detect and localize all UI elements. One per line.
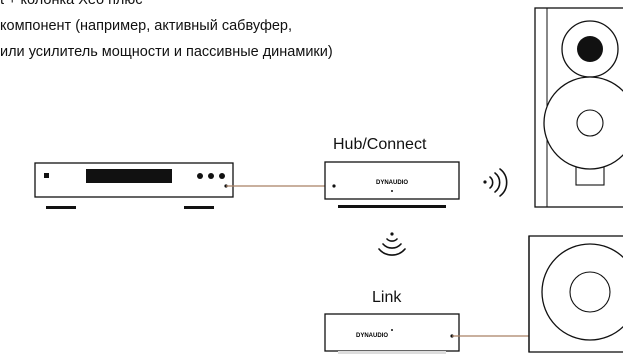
player-foot-left xyxy=(46,206,76,209)
hub-connect-label: Hub/Connect xyxy=(333,136,427,153)
hub-brand-text: DYNAUDIO xyxy=(376,180,408,186)
power-led xyxy=(44,173,49,178)
wireless-down-icon xyxy=(378,232,406,256)
bookshelf-speaker xyxy=(534,7,623,208)
hub-base xyxy=(338,205,446,208)
knob-2 xyxy=(208,173,214,179)
link-label: Link xyxy=(372,289,402,306)
subwoofer xyxy=(528,235,623,353)
woofer-dustcap xyxy=(576,109,604,137)
tweeter xyxy=(577,36,603,62)
caption-line-2: компонент (например, активный сабвуфер, xyxy=(0,18,293,34)
link-device: DYNAUDIO xyxy=(324,313,460,354)
hub-input-jack xyxy=(332,184,336,188)
link-base xyxy=(338,351,446,354)
caption-line-3: или усилитель мощности и пассивные динам… xyxy=(0,44,333,60)
caption-line-1: t + колонка Xeo плюс xyxy=(0,0,143,8)
caption: t + колонка Xeo плюс компонент (например… xyxy=(0,0,470,65)
link-status-dot xyxy=(391,329,393,331)
source-player xyxy=(34,162,234,209)
hub-status-dot xyxy=(391,190,393,192)
display-window xyxy=(86,169,172,183)
link-brand-text: DYNAUDIO xyxy=(356,333,388,339)
subwoofer-dustcap xyxy=(569,271,611,313)
hub-device: DYNAUDIO xyxy=(324,161,460,208)
knob-1 xyxy=(197,173,203,179)
wireless-signal-icon xyxy=(483,168,508,197)
player-foot-right xyxy=(184,206,214,209)
knob-3 xyxy=(219,173,225,179)
